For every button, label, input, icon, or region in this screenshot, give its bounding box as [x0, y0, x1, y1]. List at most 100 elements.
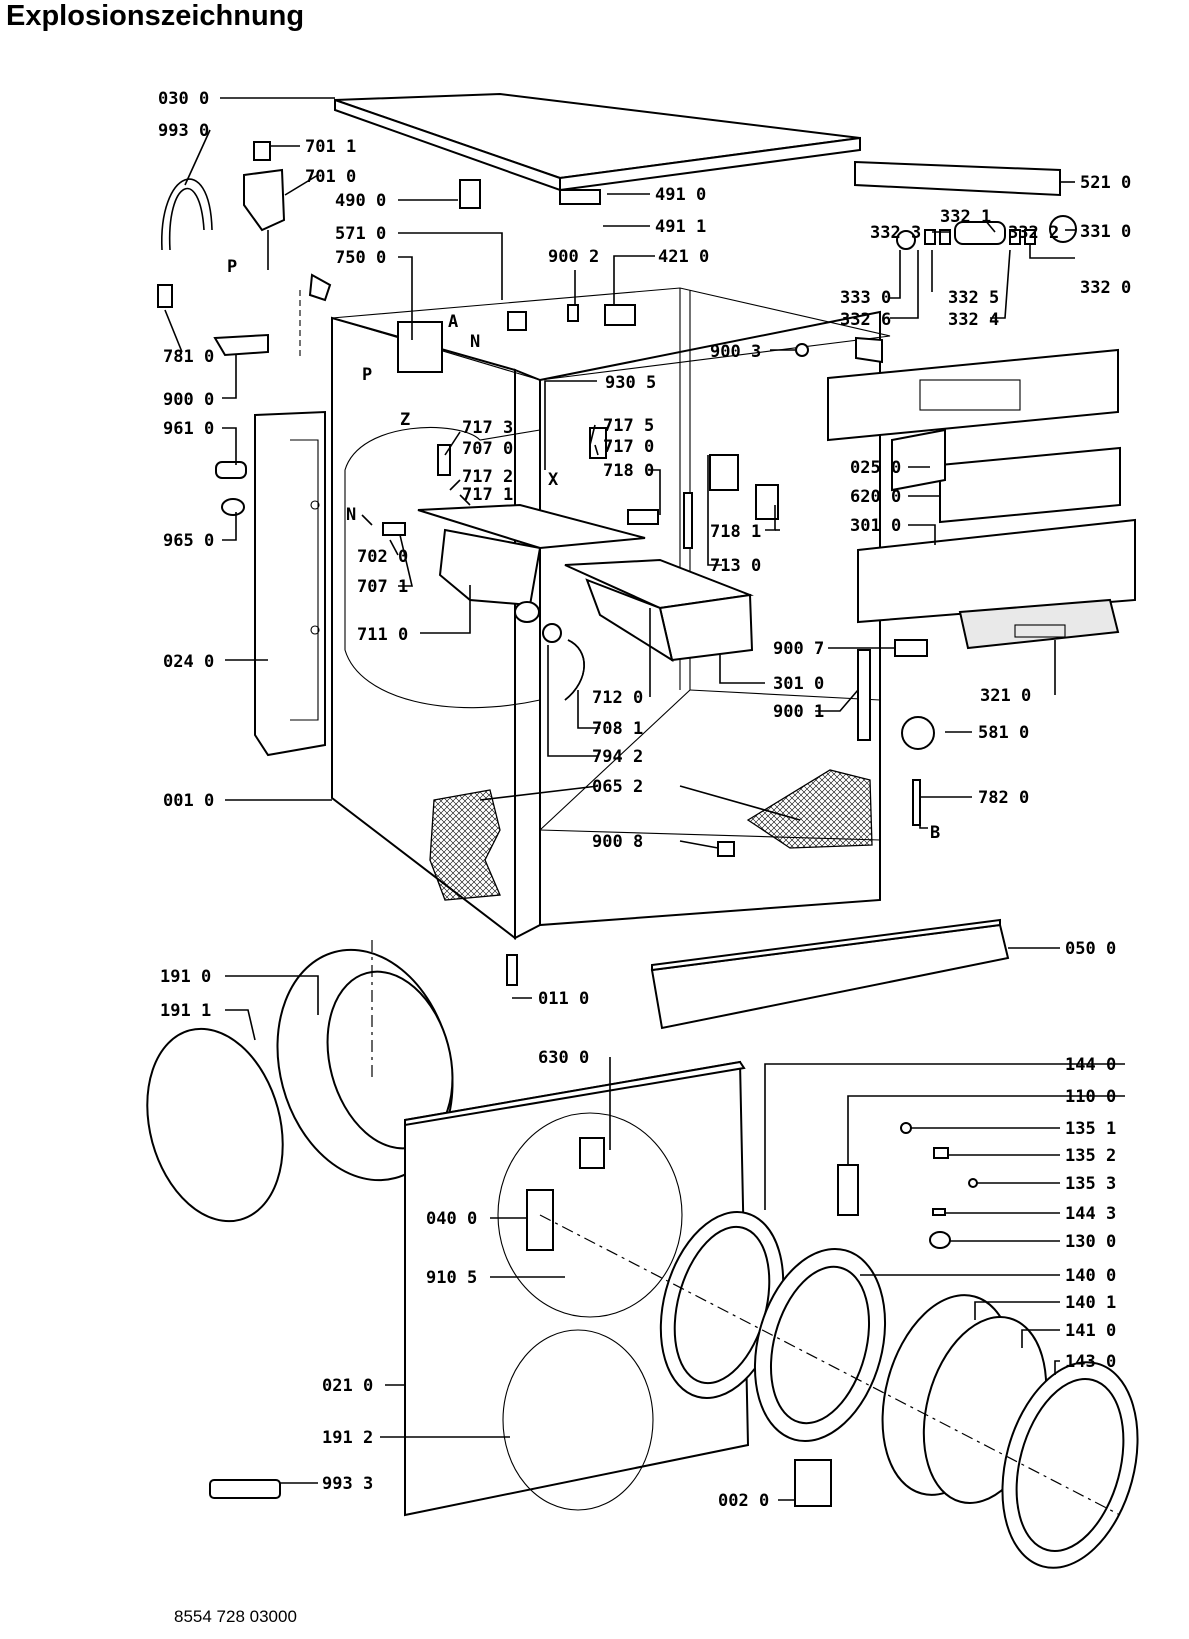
letter-marker: A: [448, 312, 458, 332]
part-label: 718 1: [710, 522, 761, 542]
letter-markers: A N P Z N X P B: [227, 257, 940, 843]
part-label: 900 7: [773, 639, 824, 659]
front-panel-part: [404, 1060, 750, 1517]
part-label: 025 0: [850, 458, 901, 478]
part-label: 490 0: [335, 191, 386, 211]
part-label: 333 0: [840, 288, 891, 308]
part-label: 110 0: [1065, 1087, 1116, 1107]
electronics-parts: [827, 160, 1136, 650]
part-label: 332 5: [948, 288, 999, 308]
part-label: 794 2: [592, 747, 643, 767]
part-label: 781 0: [163, 347, 214, 367]
part-label: 001 0: [163, 791, 214, 811]
part-label: 332 1: [940, 207, 991, 227]
part-label: 993 3: [322, 1474, 373, 1494]
part-label: 491 0: [655, 185, 706, 205]
part-label: 993 0: [158, 121, 209, 141]
letter-marker: Z: [400, 410, 410, 430]
letter-marker: P: [227, 257, 237, 277]
part-label: 707 0: [462, 439, 513, 459]
part-label: 332 0: [1080, 278, 1131, 298]
part-label: 900 8: [592, 832, 643, 852]
part-label: 961 0: [163, 419, 214, 439]
part-label: 421 0: [658, 247, 709, 267]
part-label: 900 1: [773, 702, 824, 722]
part-label: 571 0: [335, 224, 386, 244]
plinth-part: [650, 918, 1010, 1030]
part-label: 711 0: [357, 625, 408, 645]
small-parts: [209, 179, 1077, 1507]
cabinet-part: [331, 287, 891, 941]
part-label: 135 3: [1065, 1174, 1116, 1194]
part-label: 191 0: [160, 967, 211, 987]
letter-marker: X: [548, 470, 559, 490]
part-label: 040 0: [426, 1209, 477, 1229]
letter-marker: N: [470, 332, 480, 352]
document-number: 8554 728 03000: [174, 1607, 297, 1626]
part-label: 491 1: [655, 217, 706, 237]
part-label: 321 0: [980, 686, 1031, 706]
part-label: 144 0: [1065, 1055, 1116, 1075]
part-label: 030 0: [158, 89, 209, 109]
part-label: 021 0: [322, 1376, 373, 1396]
hose-parts: [157, 141, 332, 360]
part-label: 717 3: [462, 418, 513, 438]
part-label: 718 0: [603, 461, 654, 481]
part-labels: 030 0 993 0 701 1 701 0 490 0 491 0 491 …: [158, 89, 1131, 1511]
part-label: 521 0: [1080, 173, 1131, 193]
worktop-part: [334, 92, 861, 192]
part-label: 717 1: [462, 485, 513, 505]
part-label: 191 1: [160, 1001, 211, 1021]
leader-lines: [164, 97, 1125, 1501]
side-panel-part: [254, 410, 326, 757]
part-label: 144 3: [1065, 1204, 1116, 1224]
part-label: 050 0: [1065, 939, 1116, 959]
part-label: 717 5: [603, 416, 654, 436]
part-label: 717 0: [603, 437, 654, 457]
part-label: 011 0: [538, 989, 589, 1009]
letter-marker: B: [930, 823, 940, 843]
part-label: 910 5: [426, 1268, 477, 1288]
part-label: 332 3: [870, 223, 921, 243]
part-label: 965 0: [163, 531, 214, 551]
part-label: 581 0: [978, 723, 1029, 743]
part-label: 750 0: [335, 248, 386, 268]
part-label: 900 3: [710, 342, 761, 362]
part-label: 065 2: [592, 777, 643, 797]
part-label: 900 0: [163, 390, 214, 410]
part-label: 140 1: [1065, 1293, 1116, 1313]
part-label: 713 0: [710, 556, 761, 576]
dispenser-parts: [417, 503, 754, 701]
part-label: 707 1: [357, 577, 408, 597]
part-label: 332 6: [840, 310, 891, 330]
part-label: 301 0: [850, 516, 901, 536]
part-label: 331 0: [1080, 222, 1131, 242]
part-label: 332 4: [948, 310, 999, 330]
page-title: Explosionszeichnung: [6, 0, 305, 32]
part-label: 140 0: [1065, 1266, 1116, 1286]
part-label: 135 2: [1065, 1146, 1116, 1166]
part-label: 782 0: [978, 788, 1029, 808]
part-label: 332 2: [1008, 223, 1059, 243]
part-label: 002 0: [718, 1491, 769, 1511]
part-label: 630 0: [538, 1048, 589, 1068]
part-label: 024 0: [163, 652, 214, 672]
part-label: 130 0: [1065, 1232, 1116, 1252]
part-label: 135 1: [1065, 1119, 1116, 1139]
part-label: 708 1: [592, 719, 643, 739]
part-label: 191 2: [322, 1428, 373, 1448]
part-label: 701 0: [305, 167, 356, 187]
part-label: 301 0: [773, 674, 824, 694]
part-label: 143 0: [1065, 1352, 1116, 1372]
part-label: 141 0: [1065, 1321, 1116, 1341]
part-label: 930 5: [605, 373, 656, 393]
part-label: 712 0: [592, 688, 643, 708]
part-label: 701 1: [305, 137, 356, 157]
part-label: 620 0: [850, 487, 901, 507]
letter-marker: P: [362, 365, 372, 385]
part-label: 717 2: [462, 467, 513, 487]
letter-marker: N: [346, 505, 356, 525]
part-label: 900 2: [548, 247, 599, 267]
door-parts: [539, 1211, 1139, 1569]
